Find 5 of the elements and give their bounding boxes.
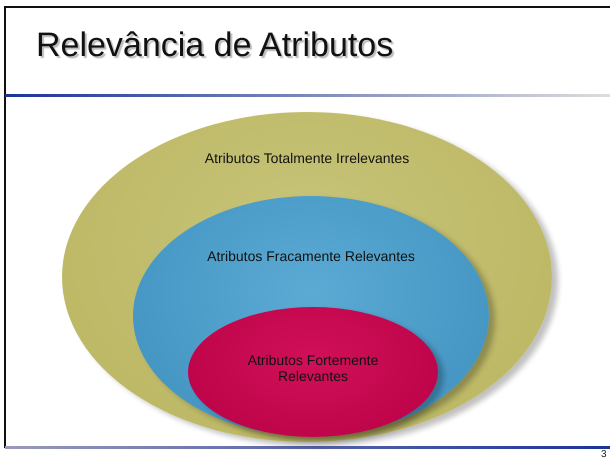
- page-number: 3: [601, 449, 607, 460]
- slide-title: Relevância de Atributos: [36, 26, 394, 65]
- region-label: Atributos Fortemente Relevantes: [246, 352, 380, 384]
- region-label: Atributos Totalmente Irrelevantes: [204, 150, 410, 166]
- region-label: Atributos Fracamente Relevantes: [206, 248, 416, 264]
